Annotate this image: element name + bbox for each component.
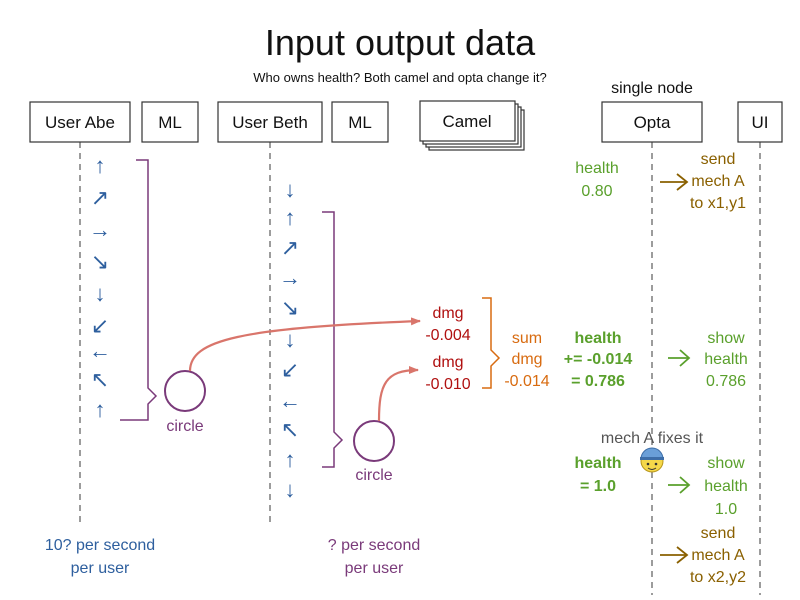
health-fixed-value: = 1.0 bbox=[580, 478, 616, 495]
send2-label: send bbox=[701, 525, 736, 542]
arrow-beth-2: ↑ bbox=[285, 205, 296, 230]
brace-abe bbox=[120, 159, 158, 421]
arrow-beth-4: → bbox=[279, 265, 301, 290]
actor-opta: Opta bbox=[601, 101, 703, 143]
arrow-abe-1: ↑ bbox=[95, 153, 106, 178]
actor-user-abe: User Abe bbox=[29, 101, 131, 143]
actor-camel-label: Camel bbox=[442, 112, 491, 131]
arrow-beth-3: ↗ bbox=[281, 235, 299, 260]
actor-ui-label: UI bbox=[752, 113, 769, 132]
show1-label: show bbox=[707, 330, 745, 347]
abe-rate-line2: per user bbox=[71, 560, 130, 577]
subtitle: Who owns health? Both camel and opta cha… bbox=[253, 70, 546, 85]
dmg1-label: dmg bbox=[432, 305, 463, 322]
health-fixed-label: health bbox=[574, 455, 621, 472]
arrow-beth-11: ↓ bbox=[285, 477, 296, 502]
health-initial-label: health bbox=[575, 160, 619, 177]
send-arrow-1 bbox=[660, 173, 689, 191]
sum-value: -0.014 bbox=[504, 373, 549, 390]
actor-opta-label: Opta bbox=[634, 113, 671, 132]
arrow-abe-3: → bbox=[89, 217, 111, 242]
arrows-beth: ↓ ↑ ↗ → ↘ ↓ ↙ ← ↖ ↑ ↓ bbox=[279, 177, 301, 502]
send1-label: send bbox=[701, 151, 736, 168]
send2-mech: mech A bbox=[691, 547, 745, 564]
show-arrow-1 bbox=[668, 349, 691, 367]
actor-ml-2-label: ML bbox=[348, 113, 372, 132]
show-arrow-2 bbox=[668, 476, 691, 494]
dmg2-label: dmg bbox=[432, 354, 463, 371]
health-update-label: health bbox=[574, 330, 621, 347]
dmg1-value: -0.004 bbox=[425, 327, 470, 344]
send2-target: to x2,y2 bbox=[690, 569, 746, 586]
arrow-abe-9: ↑ bbox=[95, 397, 106, 422]
circle-abe bbox=[164, 370, 206, 412]
actor-user-beth-label: User Beth bbox=[232, 113, 308, 132]
arrow-beth-1: ↓ bbox=[285, 177, 296, 202]
brace-beth bbox=[322, 211, 344, 468]
health-update-delta: += -0.014 bbox=[564, 351, 633, 368]
arrow-beth-6: ↓ bbox=[285, 327, 296, 352]
send1-target: to x1,y1 bbox=[690, 195, 746, 212]
sum-dmg-label: dmg bbox=[511, 351, 542, 368]
actor-ml-1-label: ML bbox=[158, 113, 182, 132]
arrow-beth-5: ↘ bbox=[281, 295, 299, 320]
show1-value: 0.786 bbox=[706, 373, 746, 390]
show1-health: health bbox=[704, 351, 748, 368]
actor-user-beth: User Beth bbox=[217, 101, 323, 143]
circle-beth bbox=[353, 420, 395, 462]
arrow-abe-2: ↗ bbox=[91, 185, 109, 210]
arrow-abe-8: ↖ bbox=[91, 367, 109, 392]
single-node-label: single node bbox=[611, 80, 693, 97]
health-initial-value: 0.80 bbox=[581, 183, 612, 200]
send1-mech: mech A bbox=[691, 173, 745, 190]
brace-sum bbox=[482, 297, 501, 389]
arrows-abe: ↑ ↗ → ↘ ↓ ↙ ← ↖ ↑ bbox=[89, 153, 111, 422]
circle-beth-label: circle bbox=[355, 467, 392, 484]
curve-arrow-beth-to-dmg bbox=[377, 366, 419, 422]
arrow-beth-7: ↙ bbox=[281, 357, 299, 382]
sum-label: sum bbox=[512, 330, 542, 347]
abe-rate-line1: 10? per second bbox=[45, 537, 155, 554]
arrow-abe-6: ↙ bbox=[91, 313, 109, 338]
arrow-abe-5: ↓ bbox=[95, 281, 106, 306]
show2-label: show bbox=[707, 455, 745, 472]
circle-abe-label: circle bbox=[166, 418, 203, 435]
actor-ml-1: ML bbox=[141, 101, 199, 143]
curve-arrow-abe-to-dmg bbox=[188, 317, 421, 372]
actor-user-abe-label: User Abe bbox=[45, 113, 115, 132]
show2-value: 1.0 bbox=[715, 501, 737, 518]
beth-rate-line1: ? per second bbox=[328, 537, 421, 554]
actor-ml-2: ML bbox=[331, 101, 389, 143]
arrow-abe-7: ← bbox=[89, 338, 111, 363]
arrow-beth-9: ↖ bbox=[281, 417, 299, 442]
send-arrow-2 bbox=[660, 546, 689, 564]
arrow-abe-4: ↘ bbox=[91, 249, 109, 274]
actor-camel: Camel bbox=[419, 100, 525, 151]
arrow-beth-8: ← bbox=[279, 388, 301, 413]
actor-ui: UI bbox=[737, 101, 783, 143]
health-update-result: = 0.786 bbox=[571, 373, 625, 390]
page-title: Input output data bbox=[265, 22, 536, 63]
arrow-beth-10: ↑ bbox=[285, 447, 296, 472]
show2-health: health bbox=[704, 478, 748, 495]
worker-face-icon bbox=[640, 447, 664, 473]
dmg2-value: -0.010 bbox=[425, 376, 470, 393]
mech-fix-label: mech A fixes it bbox=[601, 430, 704, 447]
beth-rate-line2: per user bbox=[345, 560, 404, 577]
